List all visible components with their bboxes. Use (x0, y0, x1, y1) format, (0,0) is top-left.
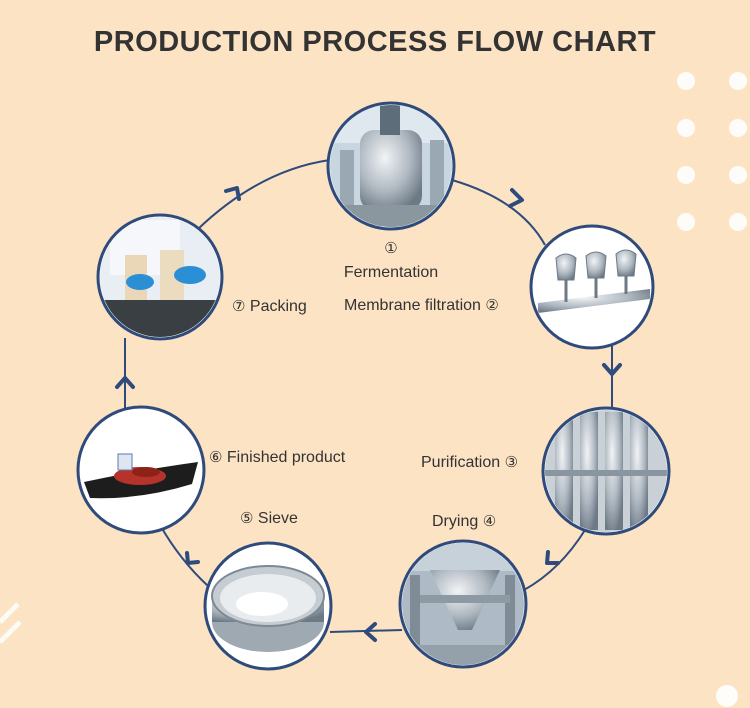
arrow-7-to-1 (224, 186, 241, 201)
step-3-label: Purification ③ (421, 453, 518, 472)
step-1-number: ① (384, 240, 398, 257)
step-3-number: ③ (504, 454, 519, 471)
step-2-label: Membrane filtration ② (344, 296, 499, 315)
step-5-text: Sieve (257, 510, 298, 527)
arrow-3-to-4 (545, 550, 560, 565)
step-7-number: ⑦ (232, 298, 246, 315)
step-5-label: ⑤ Sieve (240, 509, 298, 528)
step-4-number: ④ (482, 513, 497, 530)
decorative-dots (677, 72, 747, 707)
step-4-label: Drying ④ (432, 512, 496, 531)
step-2-number: ② (485, 297, 499, 314)
step-7-text: Packing (249, 298, 307, 315)
step-2-text: Membrane filtration (344, 297, 481, 314)
step-1-image (326, 101, 456, 231)
step-1-label: ① Fermentation (340, 237, 442, 285)
step-6-number: ⑥ (209, 449, 223, 466)
arrow-5-to-6 (185, 551, 200, 565)
chart-title: PRODUCTION PROCESS FLOW CHART (93, 26, 657, 58)
step-3-image (541, 406, 671, 536)
arrow-4-to-5 (364, 622, 377, 642)
arrow-2-to-3 (602, 363, 622, 376)
step-6-image (76, 405, 206, 535)
flow-arrows (115, 186, 622, 642)
arrow-6-to-7 (115, 376, 135, 389)
step-1-text: Fermentation (343, 264, 439, 281)
step-7-label: ⑦ Packing (232, 297, 307, 316)
step-6-label: ⑥ Finished product (209, 448, 345, 467)
step-5-number: ⑤ (240, 510, 254, 527)
step-7-image (96, 213, 224, 341)
step-4-image (398, 539, 528, 669)
step-5-image (203, 541, 333, 671)
step-3-text: Purification (421, 454, 501, 471)
step-6-text: Finished product (226, 449, 346, 466)
decorative-stripes (0, 602, 22, 644)
step-4-text: Drying (432, 513, 479, 530)
step-2-image (529, 224, 655, 350)
arrow-1-to-2 (508, 188, 524, 208)
